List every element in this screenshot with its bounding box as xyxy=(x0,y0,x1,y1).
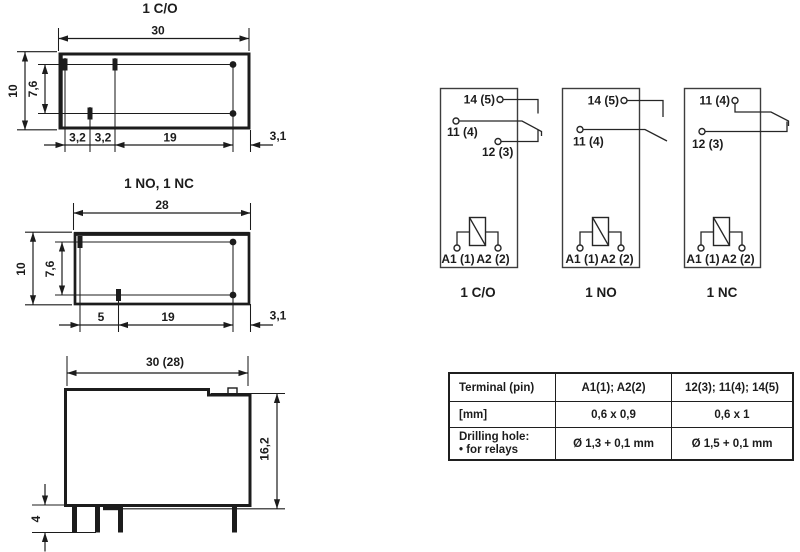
co-bottom-dim-1: 3,2 xyxy=(69,131,86,145)
side-view-drawing: 30 (28) 16,2 4 xyxy=(29,355,285,552)
no-coil-a2-label: A2 (2) xyxy=(600,252,633,266)
side-width-dim: 30 (28) xyxy=(146,355,184,369)
no-pin-com-label: 11 (4) xyxy=(573,135,604,149)
terminal-coil-value: A1(1); A2(2) xyxy=(555,372,672,402)
co-coil-symbol xyxy=(453,216,502,252)
no-coil-a1-label: A1 (1) xyxy=(565,252,598,266)
schematic-co: 14 (5) 11 (4) 12 (3) A1 (1) A2 (2) 1 C/O xyxy=(439,87,543,300)
co-pin-nc-label: 12 (3) xyxy=(482,145,513,159)
nonc-pinrow-dim: 7,6 xyxy=(43,260,57,277)
nonc-bottom-dim-2: 19 xyxy=(161,310,175,324)
side-pins xyxy=(72,507,237,533)
size-contact-value: 0,6 x 1 xyxy=(671,401,794,428)
drill-coil-value: Ø 1,3 + 0,1 mm xyxy=(555,427,672,461)
co-bottom-dim-3: 19 xyxy=(163,131,177,145)
nonc-height-dim: 10 xyxy=(14,262,28,276)
terminal-spec-table: Terminal (pin) A1(1); A2(2) 12(3); 11(4)… xyxy=(448,372,794,461)
nonc-bottom-dim-1: 5 xyxy=(98,310,105,324)
drill-row-label-line1: Drilling hole: xyxy=(459,430,530,443)
schematic-nc: 11 (4) 12 (3) A1 (1) A2 (2) 1 NC xyxy=(683,87,790,300)
size-row-label: [mm] xyxy=(448,401,556,428)
terminal-row-label: Terminal (pin) xyxy=(448,372,556,402)
size-coil-value: 0,6 x 0,9 xyxy=(555,401,672,428)
schematic-no: 14 (5) 11 (4) A1 (1) A2 (2) 1 NO xyxy=(561,87,668,300)
nc-coil-a2-label: A2 (2) xyxy=(721,252,754,266)
table-row-terminal: Terminal (pin) A1(1); A2(2) 12(3); 11(4)… xyxy=(448,372,794,402)
nonc-top-view-drawing: 1 NO, 1 NC 28 10 7,6 5 19 3,1 xyxy=(14,176,287,332)
co-top-view-drawing: 1 C/O 30 10 7,6 xyxy=(6,1,287,152)
side-body-notch-tab xyxy=(227,387,238,396)
co-pin-com-label: 11 (4) xyxy=(447,125,478,139)
drill-row-label: Drilling hole: • for relays xyxy=(448,427,556,461)
terminal-contact-value: 12(3); 11(4); 14(5) xyxy=(671,372,794,402)
side-pin-length-dim: 4 xyxy=(29,515,43,522)
nc-pin-com-label: 12 (3) xyxy=(692,137,723,151)
co-height-dim: 10 xyxy=(6,84,20,98)
table-row-size: [mm] 0,6 x 0,9 0,6 x 1 xyxy=(448,401,794,428)
nonc-right-dim: 3,1 xyxy=(270,309,287,323)
nc-coil-symbol xyxy=(697,216,746,252)
side-height-dim: 16,2 xyxy=(258,437,272,461)
co-view-title: 1 C/O xyxy=(142,1,177,16)
table-row-drill: Drilling hole: • for relays Ø 1,3 + 0,1 … xyxy=(448,427,794,461)
side-body-outline xyxy=(64,388,252,507)
nonc-body-outline xyxy=(73,232,251,306)
no-coil-symbol xyxy=(576,216,625,252)
drill-contact-value: Ø 1,5 + 0,1 mm xyxy=(671,427,794,461)
schematic-nc-caption: 1 NC xyxy=(707,285,738,300)
co-pinrow-dim: 7,6 xyxy=(26,80,40,97)
co-pin-no-label: 14 (5) xyxy=(464,93,495,107)
co-coil-a1-label: A1 (1) xyxy=(441,252,474,266)
co-bottom-dim-2: 3,2 xyxy=(95,131,112,145)
schematic-co-caption: 1 C/O xyxy=(460,285,495,300)
no-pin-no-label: 14 (5) xyxy=(588,94,619,108)
drill-row-label-line2: • for relays xyxy=(459,443,518,456)
nonc-width-dim: 28 xyxy=(155,198,169,212)
co-coil-a2-label: A2 (2) xyxy=(476,252,509,266)
nc-coil-a1-label: A1 (1) xyxy=(686,252,719,266)
nonc-view-title: 1 NO, 1 NC xyxy=(124,176,194,191)
nc-pin-no-label: 11 (4) xyxy=(699,94,730,108)
co-width-dim: 30 xyxy=(151,24,165,38)
co-right-dim: 3,1 xyxy=(270,129,287,143)
schematic-no-caption: 1 NO xyxy=(585,285,617,300)
